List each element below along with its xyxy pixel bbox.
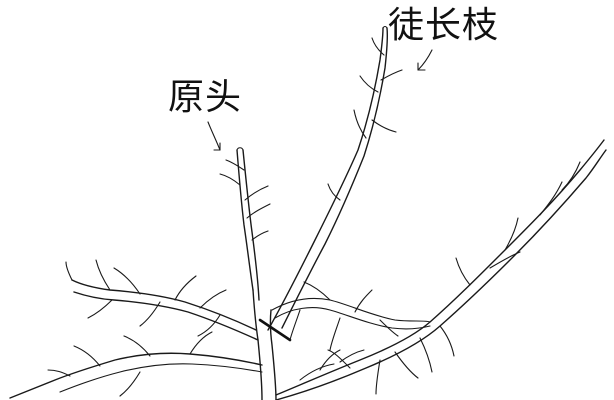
original-leader-branch <box>219 147 271 301</box>
sprout-arrow <box>417 49 433 71</box>
right-main-limb <box>275 139 607 400</box>
pruning-cut-mark <box>258 318 292 342</box>
main-trunk <box>252 289 277 400</box>
original-leader-label: 原头 <box>168 77 243 118</box>
middle-right-limb <box>271 281 431 351</box>
lower-left-limb <box>9 331 263 399</box>
water-sprout-label: 徒长枝 <box>388 5 500 46</box>
leader-arrow <box>207 121 221 151</box>
left-main-limb <box>65 259 259 341</box>
lower-right-stub <box>299 349 365 381</box>
water-sprout-branch <box>267 25 403 331</box>
